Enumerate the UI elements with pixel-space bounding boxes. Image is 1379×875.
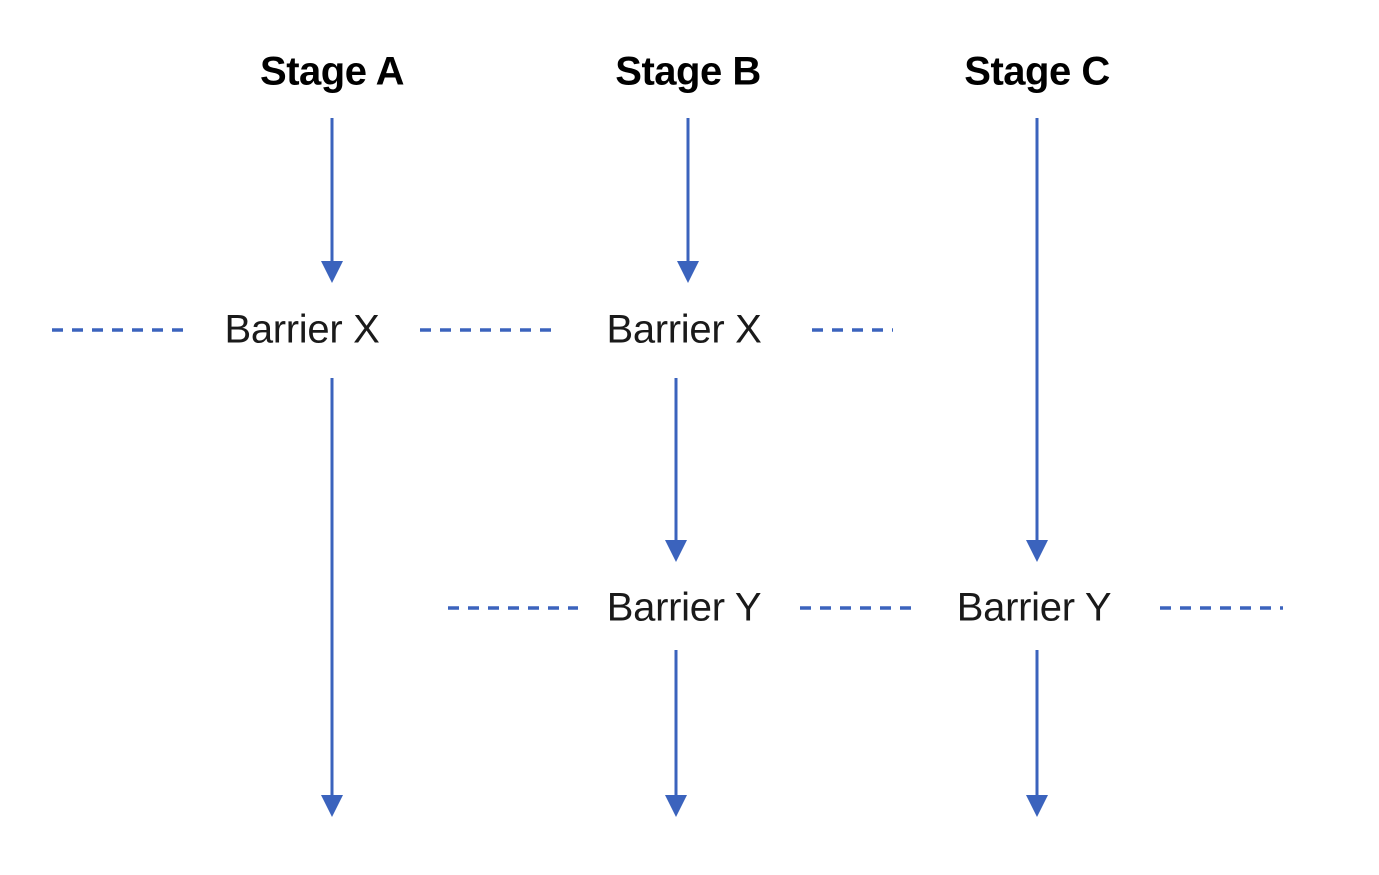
barrier-node-barrier-y-c: Barrier Y [946, 585, 1122, 631]
stage-label-3: Stage C [964, 49, 1110, 94]
barrier-node-barrier-x-b: Barrier X [596, 307, 772, 353]
arrow-stage-b-to-barrier-x-head [677, 261, 699, 283]
arrow-stage-c-to-barrier-y-head [1026, 540, 1048, 562]
arrow-stage-a-to-barrier-x-head [321, 261, 343, 283]
arrow-barrier-y-c-to-output-head [1026, 795, 1048, 817]
stage-label-2: Stage B [615, 49, 761, 94]
arrows-group [321, 118, 1048, 817]
arrow-barrier-x-a-to-output-head [321, 795, 343, 817]
barrier-node-barrier-x-a: Barrier X [214, 307, 390, 353]
arrow-barrier-y-b-to-output-head [665, 795, 687, 817]
stage-label-1: Stage A [260, 49, 404, 94]
dashed-connectors-group [52, 328, 1283, 610]
arrow-barrier-x-b-to-barrier-y-head [665, 540, 687, 562]
barrier-node-barrier-y-b: Barrier Y [596, 585, 772, 631]
